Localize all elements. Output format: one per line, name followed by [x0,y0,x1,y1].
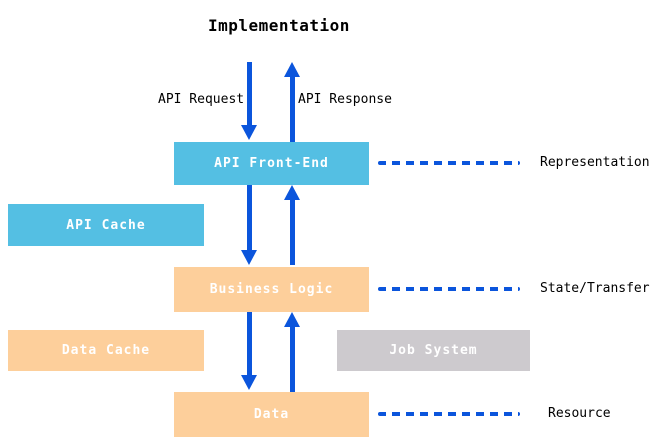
layer-label-state-transfer: State/Transfer [540,281,650,296]
api-response-label: API Response [298,92,392,107]
logic-to-data-arrow-shaft [247,312,252,376]
box-job-system: Job System [337,330,530,371]
box-data: Data [174,392,369,437]
api-request-arrow-shaft [247,62,252,126]
layer-label-resource: Resource [548,406,611,421]
box-data-cache: Data Cache [8,330,204,371]
box-business-logic: Business Logic [174,267,369,312]
state-transfer-dash-line [378,287,520,291]
diagram-title: Implementation [208,16,350,35]
box-api-cache: API Cache [8,204,204,246]
data-to-logic-arrow-shaft [290,326,295,392]
resource-dash-line [378,412,520,416]
logic-to-frontend-arrow-shaft [290,199,295,265]
data-to-logic-arrowhead-icon [284,312,300,327]
api-response-arrowhead-icon [284,62,300,77]
frontend-to-logic-arrow-shaft [247,185,252,251]
api-request-label: API Request [158,92,245,107]
api-response-arrow-shaft [290,76,295,142]
representation-dash-line [378,161,520,165]
logic-to-frontend-arrowhead-icon [284,185,300,200]
frontend-to-logic-arrowhead-icon [241,250,257,265]
box-api-front-end: API Front-End [174,142,369,185]
api-request-arrowhead-icon [241,125,257,140]
logic-to-data-arrowhead-icon [241,375,257,390]
layer-label-representation: Representation [540,155,650,170]
